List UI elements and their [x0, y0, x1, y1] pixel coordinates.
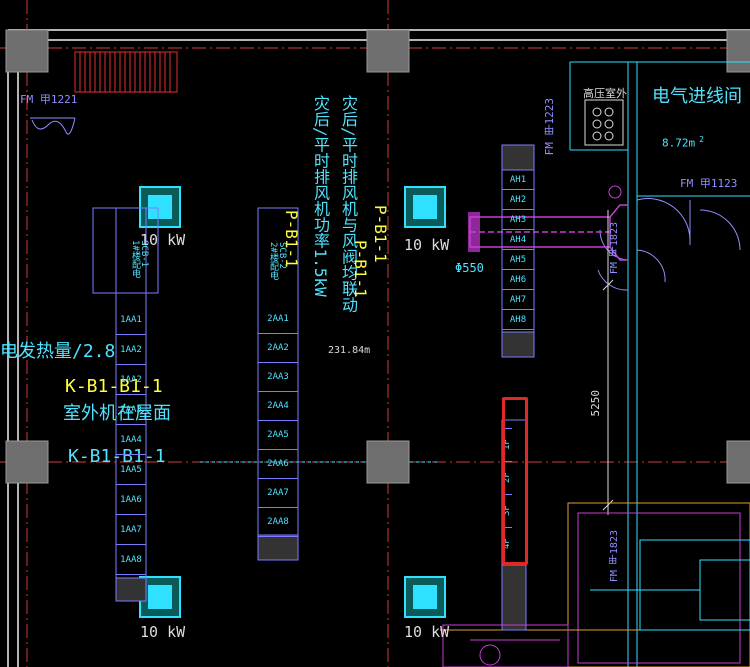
cabinet-1-row[interactable]: 1AA5 [116, 455, 146, 485]
cabinet-ah-row[interactable]: AH3 [502, 210, 534, 230]
transformer[interactable] [584, 99, 624, 146]
cabinet-2-outline[interactable] [257, 207, 299, 561]
cabinet-ah-row[interactable]: AH4 [502, 230, 534, 250]
cabinet-2-row[interactable]: 2AA7 [258, 479, 298, 508]
cabinet-1-row[interactable]: 1AA2 [116, 335, 146, 365]
duct-damper[interactable] [468, 212, 480, 252]
fm1823-b-label: FM 甲1823 [609, 530, 620, 583]
elec-room-area-value: 8.72m [662, 136, 696, 150]
cabinet-1-row[interactable]: 1AA6 [116, 485, 146, 515]
cabinet-ah-row[interactable]: AH7 [502, 290, 534, 310]
cabinet-2-header: SCB-2 2#楼配电 [268, 242, 287, 280]
cabinet-2-row[interactable]: 2AA2 [258, 334, 298, 363]
column-c2 [726, 440, 750, 484]
column-a2 [5, 440, 49, 484]
cabinet-1-row[interactable]: 1AA7 [116, 515, 146, 545]
heat-load-label: 电发热量/2.8 [0, 341, 116, 362]
door-fm1221[interactable] [30, 117, 76, 135]
cabinet-1-header: SCB-1 1#楼配电 [130, 240, 149, 278]
bottom-right-room[interactable] [440, 502, 750, 667]
selection-highlight[interactable] [502, 397, 528, 565]
cabinet-1-row[interactable]: 1AA8 [116, 545, 146, 575]
pb1-tag-1: P-B1-1 [282, 210, 301, 268]
kw-label-3: 10 kW [140, 623, 186, 641]
fm1223-top-label: FM 甲1223 [543, 98, 556, 156]
dimension-5250 [602, 210, 614, 515]
kw-label-4: 10 kW [404, 623, 450, 641]
power-note-1: 灾后/平时排风机功率1.5kW [311, 95, 330, 297]
cabinet-2-row[interactable]: 2AA3 [258, 363, 298, 392]
high-pressure-label: 高压室外 [583, 87, 627, 100]
column-c1 [726, 29, 750, 73]
cabinet-2-row[interactable]: 2AA5 [258, 421, 298, 450]
power-note-2: 灾后/平时排风机与风阀均联动 [339, 95, 358, 313]
transformer-coils [592, 107, 614, 141]
cabinet-1-row[interactable]: 1AA2 [116, 365, 146, 395]
cabinet-ah-row[interactable]: AH8 [502, 310, 534, 330]
column-b2 [366, 440, 410, 484]
cabinet-ah-outline[interactable] [501, 144, 535, 358]
cabinet-1-outline[interactable] [92, 207, 159, 602]
diameter-label: Φ550 [455, 261, 484, 275]
cabinet-ah-row[interactable]: AH5 [502, 250, 534, 270]
pb1-tag-2: P-B1-1 [371, 205, 390, 263]
dimension-5250-label: 5250 [589, 390, 602, 417]
duct-run[interactable] [469, 204, 628, 261]
bottom-right-pipes [590, 539, 750, 631]
cabinet-2-row[interactable]: 2AA1 [258, 305, 298, 334]
cabinet-2-row[interactable]: 2AA6 [258, 450, 298, 479]
kw-label-1: 10 kW [140, 231, 186, 249]
cabinet-1-row[interactable]: 1AA3 [116, 395, 146, 425]
cabinet-ah-row[interactable]: AH2 [502, 190, 534, 210]
cabinet-ah-row[interactable]: AH1 [502, 170, 534, 190]
kw-label-2: 10 kW [404, 236, 450, 254]
bottom-duct[interactable] [442, 624, 569, 667]
elec-room-title: 电气进线间 [652, 86, 742, 107]
elec-room-area-unit: 2 [699, 135, 704, 144]
column-b1 [366, 29, 410, 73]
outdoor-unit-note: 室外机在屋面 [63, 403, 171, 424]
fcu-units[interactable] [139, 186, 446, 618]
column-a1 [5, 29, 49, 73]
fm1221-label: FM 甲1221 [20, 93, 78, 106]
cabinet-2-row[interactable]: 2AA8 [258, 508, 298, 537]
cabinet-1-row[interactable]: 1AA4 [116, 425, 146, 455]
kb1-tag-a: K-B1-B1-1 [65, 376, 163, 397]
fan-symbol[interactable] [608, 185, 622, 199]
pb1-tag-3: P-B1-1 [351, 240, 370, 298]
cabinet-2-row[interactable]: 2AA4 [258, 392, 298, 421]
cabinet-ah-row[interactable]: AH6 [502, 270, 534, 290]
fm1823-a-label: FM 甲1823 [609, 222, 620, 275]
electric-room-walls [569, 61, 750, 667]
area-main-label: 231.84m [328, 345, 371, 356]
stair[interactable] [74, 51, 178, 93]
fm1123-label: FM 甲1123 [680, 177, 738, 190]
cabinet-1-row[interactable]: 1AA1 [116, 305, 146, 335]
kb1-tag-b: K-B1-B1-1 [68, 446, 166, 467]
